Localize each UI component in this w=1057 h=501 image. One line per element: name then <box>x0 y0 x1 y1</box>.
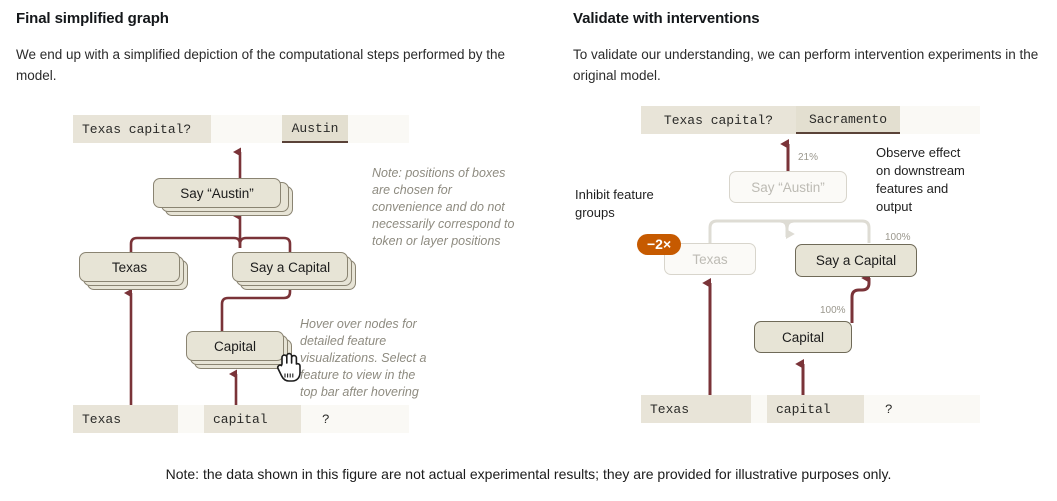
right-panel-title: Validate with interventions <box>573 10 760 27</box>
right-node-capital[interactable]: Capital <box>754 321 852 353</box>
right-bottom-token-texas[interactable]: Texas <box>641 395 751 423</box>
left-panel-description: We end up with a simplified depiction of… <box>16 47 506 83</box>
left-arrows-layer <box>124 147 292 406</box>
left-top-token-austin[interactable]: Austin <box>282 115 348 143</box>
right-top-token-bar: Texas capital? Sacramento <box>641 106 980 134</box>
left-node-say-a-capital[interactable]: Say a Capital <box>232 252 348 282</box>
left-node-texas[interactable]: Texas <box>79 252 180 282</box>
right-top-token-sacramento[interactable]: Sacramento <box>796 106 900 134</box>
right-arrows-layer <box>702 139 871 397</box>
callout-observe-effect: Observe effect on downstream features an… <box>876 145 965 214</box>
left-bottom-token-bar: Texas capital ? <box>73 405 409 433</box>
left-top-token-bar: Texas capital? Austin <box>73 115 409 143</box>
right-diagram: Texas capital? Sacramento <box>560 0 1057 460</box>
left-bottom-token-texas[interactable]: Texas <box>73 405 178 433</box>
panel-final-simplified-graph: Final simplified graph We end up with a … <box>0 0 560 460</box>
callout-inhibit-feature-groups: Inhibit feature groups <box>575 187 654 220</box>
badge-inhibit-texas[interactable]: −2× <box>637 234 682 255</box>
left-annotation-position-note: Note: positions of boxes are chosen for … <box>372 166 515 248</box>
percent-output: 21% <box>798 152 819 163</box>
percent-say-a-capital: 100% <box>885 232 911 243</box>
left-top-token-prompt[interactable]: Texas capital? <box>73 115 211 143</box>
right-bottom-token-question[interactable]: ? <box>885 401 893 417</box>
left-annotation-hover-note: Hover over nodes for detailed feature vi… <box>300 317 427 399</box>
right-panel-description: To validate our understanding, we can pe… <box>573 47 1039 83</box>
right-bottom-token-capital[interactable]: capital <box>767 395 864 423</box>
left-node-capital[interactable]: Capital <box>186 331 284 361</box>
percent-capital: 100% <box>820 305 846 316</box>
left-diagram: Texas capital? Austin <box>0 0 560 460</box>
figure-disclaimer-note: Note: the data shown in this figure are … <box>165 466 892 482</box>
left-node-say-austin[interactable]: Say “Austin” <box>153 178 281 208</box>
left-bottom-token-question[interactable]: ? <box>322 411 330 427</box>
right-node-say-austin[interactable]: Say “Austin” <box>729 171 847 203</box>
right-bottom-token-bar: Texas capital ? <box>641 395 980 423</box>
right-node-say-a-capital[interactable]: Say a Capital <box>795 244 917 277</box>
left-bottom-token-capital[interactable]: capital <box>204 405 301 433</box>
right-top-token-prompt[interactable]: Texas capital? <box>641 106 796 134</box>
left-panel-title: Final simplified graph <box>16 10 169 27</box>
panel-validate-with-interventions: Validate with interventions To validate … <box>560 0 1057 460</box>
